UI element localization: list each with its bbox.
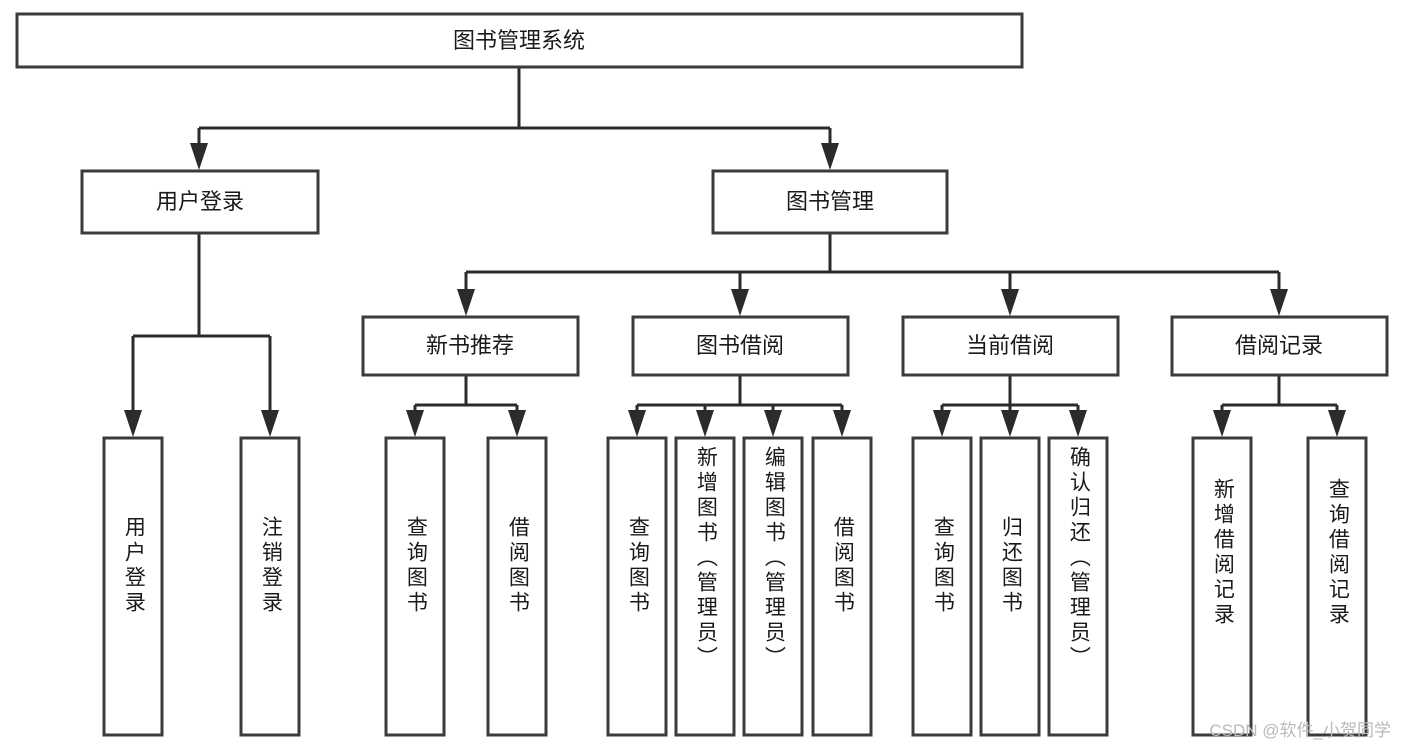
connector-group-user-login-leaves [124, 233, 279, 437]
arrow-head-leaf-user-logout [261, 410, 279, 437]
leaf-box-add-record[interactable] [1191, 436, 1253, 737]
node-current-borrow-label: 当前借阅 [966, 333, 1054, 358]
leaf-box-group-borrow-record [1191, 436, 1368, 737]
node-user-login[interactable]: 用户登录 [80, 169, 320, 235]
leaf-box-group-user-login [102, 436, 301, 737]
leaf-box-query-book-1[interactable] [384, 436, 446, 737]
node-user-login-box[interactable] [80, 169, 320, 235]
leaf-box-query-record[interactable] [1306, 436, 1368, 737]
leaf-box-user-login[interactable] [102, 436, 164, 737]
node-new-book-rec-box[interactable] [361, 315, 580, 377]
arrow-head-book-borrow [731, 289, 749, 316]
node-book-manage-label: 图书管理 [786, 189, 874, 214]
arrow-head-leaf-query-book-1 [406, 410, 424, 437]
leaf-box-group-current-borrow [911, 436, 1109, 737]
leaf-box-group-new-book-rec [384, 436, 548, 737]
arrow-head-user-login [190, 143, 208, 170]
node-current-borrow[interactable]: 当前借阅 [901, 315, 1120, 377]
leaf-box-borrow-book-1[interactable] [486, 436, 548, 737]
connector-group-book-manage [457, 233, 1288, 316]
arrow-head-leaf-query-record [1328, 410, 1346, 437]
arrow-head-leaf-add-record [1213, 410, 1231, 437]
node-root-box[interactable] [15, 12, 1024, 69]
node-root-label: 图书管理系统 [453, 28, 585, 53]
arrow-head-leaf-edit-book [764, 410, 782, 437]
node-root[interactable]: 图书管理系统 [15, 12, 1024, 69]
leaf-box-group-book-borrow [606, 436, 873, 737]
arrow-head-leaf-query-book-3 [933, 410, 951, 437]
node-book-manage[interactable]: 图书管理 [711, 169, 949, 235]
leaf-box-query-book-3[interactable] [911, 436, 973, 737]
node-borrow-record[interactable]: 借阅记录 [1170, 315, 1389, 377]
leaf-box-query-book-2[interactable] [606, 436, 668, 737]
node-book-borrow[interactable]: 图书借阅 [631, 315, 850, 377]
connector-group-current-borrow-leaves [933, 375, 1087, 437]
arrow-head-current-borrow [1001, 289, 1019, 316]
node-new-book-rec-label: 新书推荐 [426, 333, 514, 358]
arrow-head-leaf-borrow-book-2 [833, 410, 851, 437]
leaf-box-borrow-book-2[interactable] [811, 436, 873, 737]
connector-group-book-borrow-leaves [628, 375, 851, 437]
leaf-box-edit-book[interactable] [742, 436, 804, 737]
arrow-head-leaf-user-login [124, 410, 142, 437]
node-user-login-label: 用户登录 [156, 189, 244, 214]
arrow-head-leaf-borrow-book-1 [508, 410, 526, 437]
connector-group-borrow-record-leaves [1213, 375, 1346, 437]
arrow-head-new-book-rec [457, 289, 475, 316]
arrow-head-borrow-record [1270, 289, 1288, 316]
node-book-manage-box[interactable] [711, 169, 949, 235]
arrow-head-leaf-return-book [1001, 410, 1019, 437]
node-book-borrow-label: 图书借阅 [696, 333, 784, 358]
connector-group-new-book-rec-leaves [406, 375, 526, 437]
node-book-borrow-box[interactable] [631, 315, 850, 377]
leaf-box-add-book[interactable] [674, 436, 736, 737]
leaf-box-user-logout[interactable] [239, 436, 301, 737]
node-borrow-record-label: 借阅记录 [1235, 333, 1323, 358]
arrow-head-book-manage [821, 143, 839, 170]
node-new-book-rec[interactable]: 新书推荐 [361, 315, 580, 377]
arrow-head-leaf-add-book [696, 410, 714, 437]
connector-group-root [190, 67, 839, 170]
leaf-box-confirm-return[interactable] [1047, 436, 1109, 737]
arrow-head-leaf-confirm-return [1069, 410, 1087, 437]
node-current-borrow-box[interactable] [901, 315, 1120, 377]
node-borrow-record-box[interactable] [1170, 315, 1389, 377]
arrow-head-leaf-query-book-2 [628, 410, 646, 437]
leaf-box-return-book[interactable] [979, 436, 1041, 737]
